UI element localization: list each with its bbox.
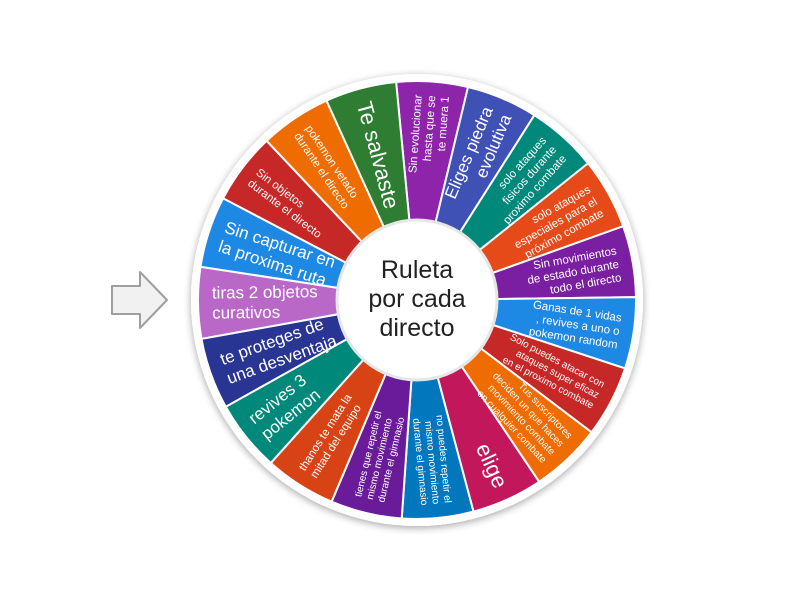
wheel-hub[interactable] bbox=[335, 218, 499, 382]
arrow-right-icon bbox=[111, 271, 168, 329]
wheel-segment-label-line: curativos bbox=[212, 303, 280, 323]
wheel-segment-label-line: tiras 2 objetos bbox=[212, 282, 318, 302]
wheel-segment-label-line: te muera 1 bbox=[436, 96, 452, 152]
wheel-segment-label: Ganas de 1 vidas, revives a uno opokemon… bbox=[528, 299, 623, 351]
wheel-segment-label-line: hasta que se bbox=[422, 95, 439, 162]
wheel-segment-label: tiras 2 objetoscurativos bbox=[212, 282, 318, 322]
wheel-segment-label: Sin evolucionarhasta que sete muera 1 bbox=[407, 94, 452, 175]
wheel-segment-label-line: Sin evolucionar bbox=[407, 94, 424, 173]
